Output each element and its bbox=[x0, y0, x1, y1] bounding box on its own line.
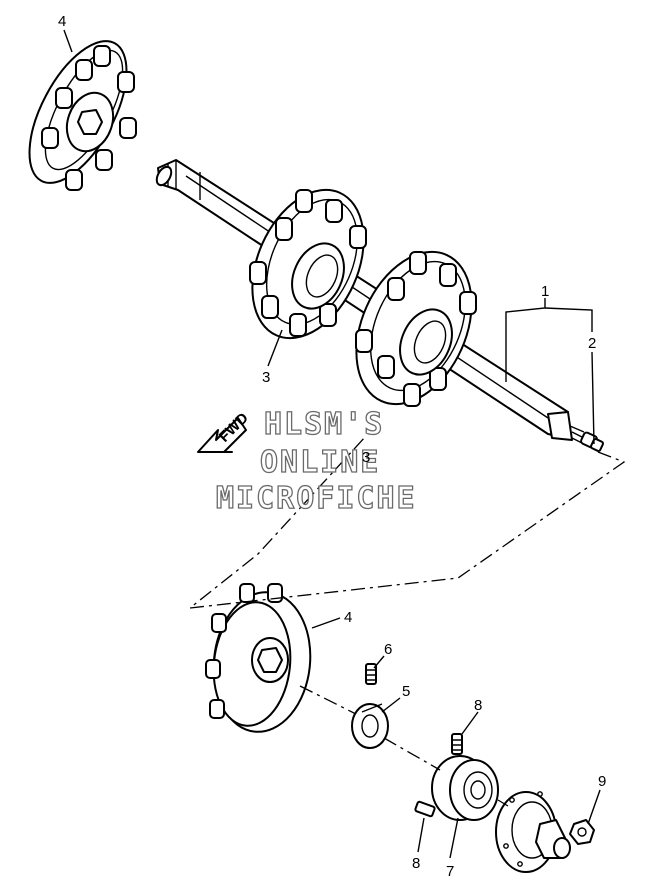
callout-9: 9 bbox=[598, 773, 606, 790]
watermark-line-1: HLSM'S bbox=[264, 407, 384, 442]
callout-3-left: 3 bbox=[262, 369, 270, 386]
sprocket-middle-right bbox=[355, 250, 477, 407]
callout-4-lower: 4 bbox=[344, 609, 352, 626]
collar-ring bbox=[351, 703, 389, 749]
drive-shaft bbox=[155, 159, 585, 445]
watermark-line-3: MICROFICHE bbox=[216, 481, 417, 516]
set-screw-top bbox=[365, 663, 377, 685]
callout-8-lower: 8 bbox=[412, 855, 420, 872]
sprocket-lower-disc bbox=[205, 583, 312, 733]
fwd-arrow-icon: FWD bbox=[197, 409, 252, 453]
callout-1: 1 bbox=[541, 283, 549, 300]
grease-nipple bbox=[580, 431, 604, 452]
callout-3-right: 3 bbox=[362, 449, 370, 466]
hex-nut bbox=[569, 819, 595, 845]
callout-6: 6 bbox=[384, 641, 392, 658]
callout-7: 7 bbox=[446, 863, 454, 880]
sprocket-top-left bbox=[28, 40, 137, 191]
sprocket-middle-left bbox=[249, 188, 367, 340]
assembly-lines bbox=[187, 435, 626, 807]
callout-8-upper: 8 bbox=[474, 697, 482, 714]
set-screw-lower bbox=[414, 800, 436, 818]
bearing bbox=[431, 755, 499, 821]
callout-2: 2 bbox=[588, 335, 596, 352]
watermark: HLSM'S ONLINE MICROFICHE bbox=[215, 406, 417, 516]
leader-lines bbox=[63, 29, 601, 859]
watermark-line-2: ONLINE bbox=[260, 445, 380, 480]
set-screw-upper bbox=[451, 733, 463, 755]
callout-5: 5 bbox=[402, 683, 410, 700]
callout-numbers: 4 1 2 3 3 4 6 5 8 8 7 9 bbox=[58, 13, 606, 880]
flange-housing bbox=[495, 791, 571, 873]
callout-4-top: 4 bbox=[58, 13, 66, 30]
